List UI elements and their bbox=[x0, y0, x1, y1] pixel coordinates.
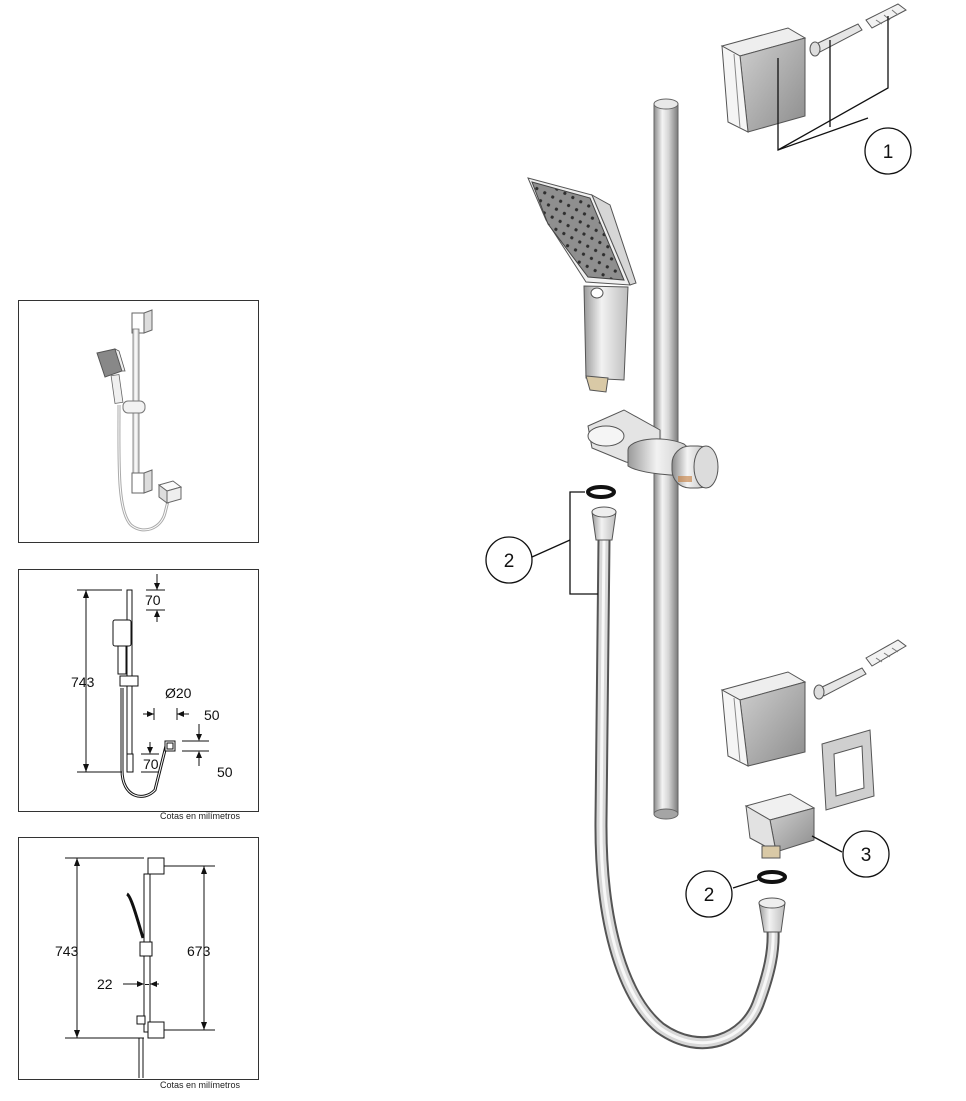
top-wall-bracket bbox=[720, 27, 807, 133]
hand-shower bbox=[527, 177, 637, 393]
callout-3: 3 bbox=[842, 830, 890, 878]
isometric-thumbnail-panel bbox=[18, 300, 259, 543]
side-dimensions-panel: 743 673 22 bbox=[18, 837, 259, 1080]
callout-1: 1 bbox=[864, 127, 912, 175]
dim-offset-22: 22 bbox=[97, 976, 113, 992]
wall-outlet bbox=[744, 793, 816, 859]
dimensions-caption: Cotas en milímetros bbox=[160, 811, 241, 821]
side-dimensions-drawing: 743 673 22 bbox=[55, 857, 215, 1078]
dim-top-bracket-70: 70 bbox=[145, 592, 161, 608]
front-dimensions-panel: 743 70 70 Ø20 50 50 bbox=[18, 569, 259, 812]
bottom-bracket-thumb bbox=[131, 472, 145, 494]
square-flange bbox=[821, 729, 875, 811]
callout-2-top-label: 2 bbox=[504, 551, 515, 572]
top-wall-plug bbox=[865, 3, 907, 29]
hose-thumb bbox=[117, 404, 171, 532]
hose bbox=[594, 533, 780, 1050]
dim-height-743: 743 bbox=[71, 674, 95, 690]
hose-bottom-nut bbox=[758, 897, 786, 933]
dim-bottom-bracket-70: 70 bbox=[143, 756, 159, 772]
callout-1-label: 1 bbox=[883, 142, 894, 163]
washer-top bbox=[586, 485, 616, 499]
side-caption: Cotas en milímetros bbox=[160, 1080, 241, 1090]
front-dimensions-drawing: 743 70 70 Ø20 50 50 bbox=[71, 574, 233, 798]
dim-outlet-height-50: 50 bbox=[217, 764, 233, 780]
slider-holder bbox=[587, 409, 719, 489]
bottom-wall-bracket bbox=[720, 671, 807, 767]
dim-diameter-20: Ø20 bbox=[165, 685, 192, 701]
dim-bracket-spacing-673: 673 bbox=[187, 943, 211, 959]
dim-side-height-743: 743 bbox=[55, 943, 79, 959]
top-screw bbox=[809, 23, 863, 57]
slider-thumb bbox=[122, 400, 146, 414]
callout-3-label: 3 bbox=[861, 845, 872, 866]
isometric-thumbnail-drawing bbox=[96, 309, 183, 532]
bottom-screw bbox=[813, 667, 867, 700]
dim-outlet-width-50: 50 bbox=[204, 707, 220, 723]
slide-rail bbox=[653, 98, 679, 820]
bottom-wall-plug bbox=[865, 639, 907, 667]
washer-bottom bbox=[757, 870, 787, 884]
hose-top-nut bbox=[591, 506, 617, 541]
callout-2-top: 2 bbox=[485, 536, 533, 584]
callout-2-bottom: 2 bbox=[685, 870, 733, 918]
callout-2-bottom-label: 2 bbox=[704, 885, 715, 906]
